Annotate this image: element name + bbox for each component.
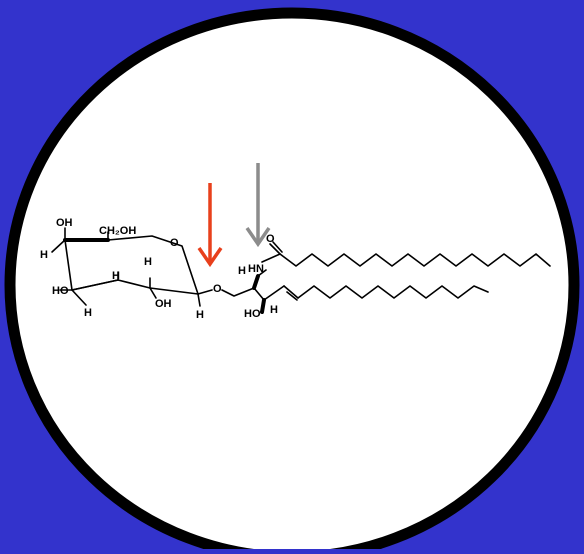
bond-c3-c4 [263,285,285,301]
atom-ring-o: O [170,237,179,249]
gray-arrow [245,163,271,248]
acyl-chain [279,253,551,267]
circle-frame [4,7,580,554]
backbone-bonds [221,287,265,301]
double-bond-second-line [286,291,298,301]
bond-carbonyl-o [269,243,281,255]
bond-carbonyl-o-double [272,241,283,253]
atom-h-anomeric: H [196,309,204,321]
red-arrow [197,183,223,268]
atom-ch2oh: CH₂OH [99,225,136,237]
wedge-c3 [260,298,266,314]
atom-carbonyl-o: O [266,233,275,245]
atom-h-c4: H [40,249,48,261]
atom-oh-bottom: OH [155,298,172,310]
atom-ho-c3: HO [244,308,261,320]
atom-h-bottom-left: H [84,307,92,319]
sphingoid-chain [297,285,489,299]
atom-glycosidic-o: O [213,283,222,295]
wedge-c2 [252,274,260,290]
bond-c4-c5 [283,285,299,299]
atom-amide-n: HN [248,263,264,275]
atom-h-c5: H [112,270,120,282]
bond-c2-n [257,269,267,277]
atom-oh-top: OH [56,217,73,229]
atom-h-c3-sphingo: H [270,304,278,316]
glucose-ring [51,227,213,307]
atom-h-c2: H [238,265,246,277]
bond-n-carbonyl [261,253,281,263]
atom-ho-c2: HO [52,285,69,297]
glucosylceramide-structure: OH CH₂OH H H H O HO H OH H O H HN O HO H [40,217,551,321]
atom-h-c3: H [144,256,152,268]
